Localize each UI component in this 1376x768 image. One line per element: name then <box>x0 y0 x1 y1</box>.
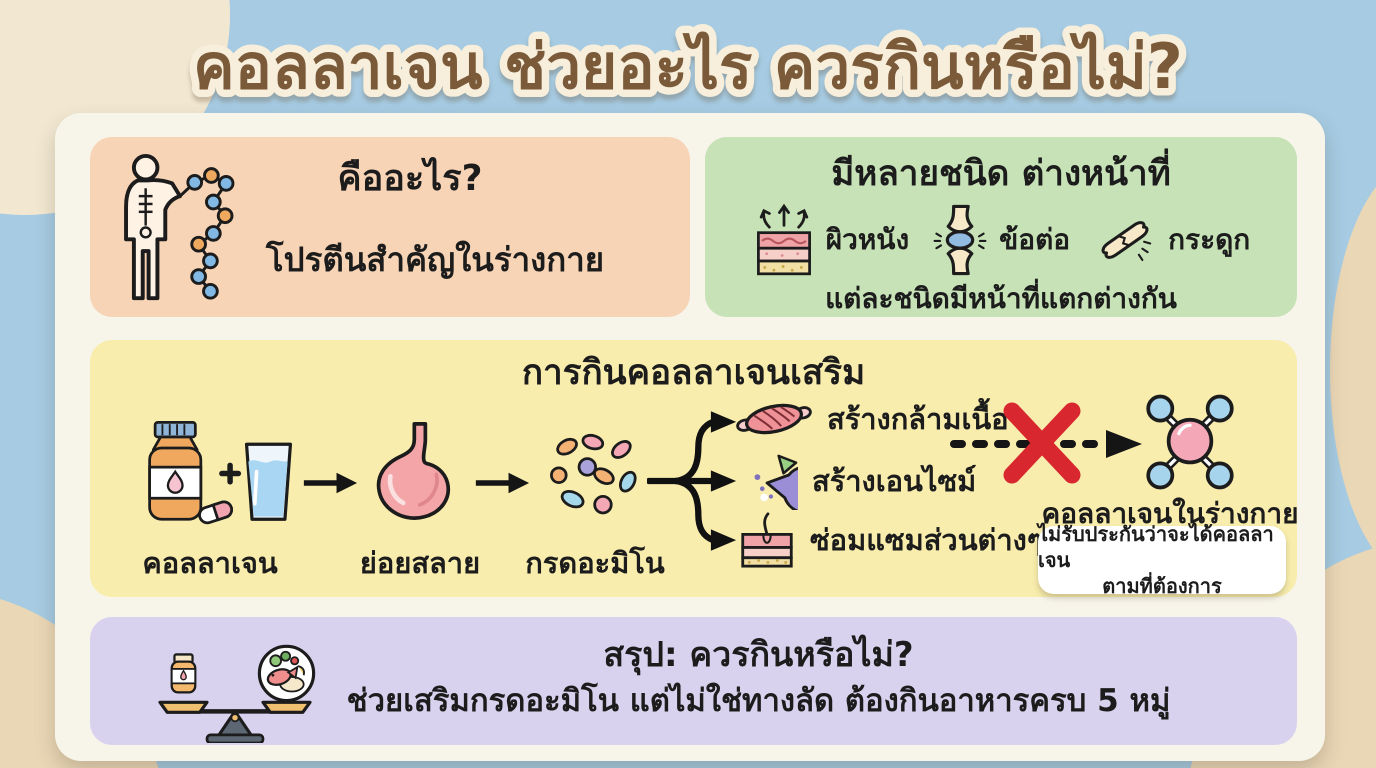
what-card-body: โปรตีนสำคัญในร่างกาย <box>265 240 605 279</box>
branch-fork-icon <box>647 411 737 551</box>
outcome-label-repair: ซ่อมแซมส่วนต่างๆ <box>810 523 1043 557</box>
summary-title: สรุป: ควรกินหรือไม่? <box>603 635 914 675</box>
outcome-label-enzyme: สร้างเอนไซม์ <box>812 464 977 498</box>
supplement-process-card: การกินคอลลาเจนเสริม <box>90 340 1299 598</box>
page-title-text: คอลลาเจน ช่วยอะไร ควรกินหรือไม่? <box>193 30 1183 103</box>
amino-acids-icon <box>550 433 637 515</box>
type-item-bone: กระดูก <box>1092 204 1250 276</box>
what-is-it-card: คืออะไร? โปรตีนสำคัญในร่างกาย <box>90 137 690 317</box>
red-x-icon <box>1003 402 1081 484</box>
content-paper: คืออะไร? โปรตีนสำคัญในร่างกาย มีหลายชนิด… <box>55 113 1325 761</box>
types-card-title: มีหลายชนิด ต่างหน้าที่ <box>831 154 1171 194</box>
outcome-label-muscle: สร้างกล้ามเนื้อ <box>827 402 1009 436</box>
outcome-muscle: สร้างกล้ามเนื้อ <box>735 392 1009 446</box>
human-molecule-icon <box>124 153 235 301</box>
background-blob-right <box>1330 160 1376 580</box>
arrow-right-icon <box>475 472 530 494</box>
bone-icon <box>1101 221 1152 262</box>
stomach-icon <box>376 422 451 520</box>
step-label-digest: ย่อยสลาย <box>359 546 481 580</box>
summary-body: ช่วยเสริมกรดอะมิโน แต่ไม่ใช่ทางลัด ต้องก… <box>346 683 1171 719</box>
what-card-title: คืออะไร? <box>337 158 483 199</box>
page-title: คอลลาเจน ช่วยอะไร ควรกินหรือไม่? <box>0 14 1376 118</box>
blocked-path-arrow-icon <box>950 402 1142 484</box>
skin-repair-icon <box>741 512 793 568</box>
result-label: คอลลาเจนในร่างกาย <box>1041 497 1299 530</box>
summary-card: สรุป: ควรกินหรือไม่? ช่วยเสริมกรดอะมิโน … <box>90 617 1297 745</box>
disclaimer-line-1: ไม่รับประกันว่าจะได้คอลลาเจน <box>1038 522 1274 572</box>
process-card-title: การกินคอลลาเจนเสริม <box>521 353 866 393</box>
enzyme-icon <box>754 454 798 510</box>
joint-icon <box>933 204 987 276</box>
type-label-bone: กระดูก <box>1168 223 1251 256</box>
collagen-types-card: มีหลายชนิด ต่างหน้าที่ <box>705 137 1297 317</box>
supplement-and-water-icon <box>148 420 293 525</box>
muscle-icon <box>736 403 812 435</box>
step-label-collagen: คอลลาเจน <box>142 546 278 580</box>
disclaimer-note: ไม่รับประกันว่าจะได้คอลลาเจน ตามที่ต้องก… <box>1038 522 1286 598</box>
outcome-repair: ซ่อมแซมส่วนต่างๆ <box>738 512 1042 568</box>
step-label-amino: กรดอะมิโน <box>525 546 665 580</box>
types-row: ผิวหนัง ข้อต่อ <box>705 197 1297 283</box>
type-label-skin: ผิวหนัง <box>825 223 910 256</box>
type-label-joint: ข้อต่อ <box>999 223 1071 256</box>
types-card-footer: แต่ละชนิดมีหน้าที่แตกต่างกัน <box>825 282 1177 315</box>
plus-icon <box>219 462 242 485</box>
balance-scale-icon <box>158 644 316 743</box>
type-item-skin: ผิวหนัง <box>752 199 909 281</box>
outcome-enzyme: สร้างเอนไซม์ <box>740 452 976 510</box>
collagen-molecule-icon <box>1146 394 1234 490</box>
arrow-right-icon <box>303 472 358 494</box>
skin-icon <box>756 203 811 276</box>
disclaimer-line-2: ตามที่ต้องการ <box>1102 574 1222 598</box>
type-item-joint: ข้อต่อ <box>931 200 1070 280</box>
